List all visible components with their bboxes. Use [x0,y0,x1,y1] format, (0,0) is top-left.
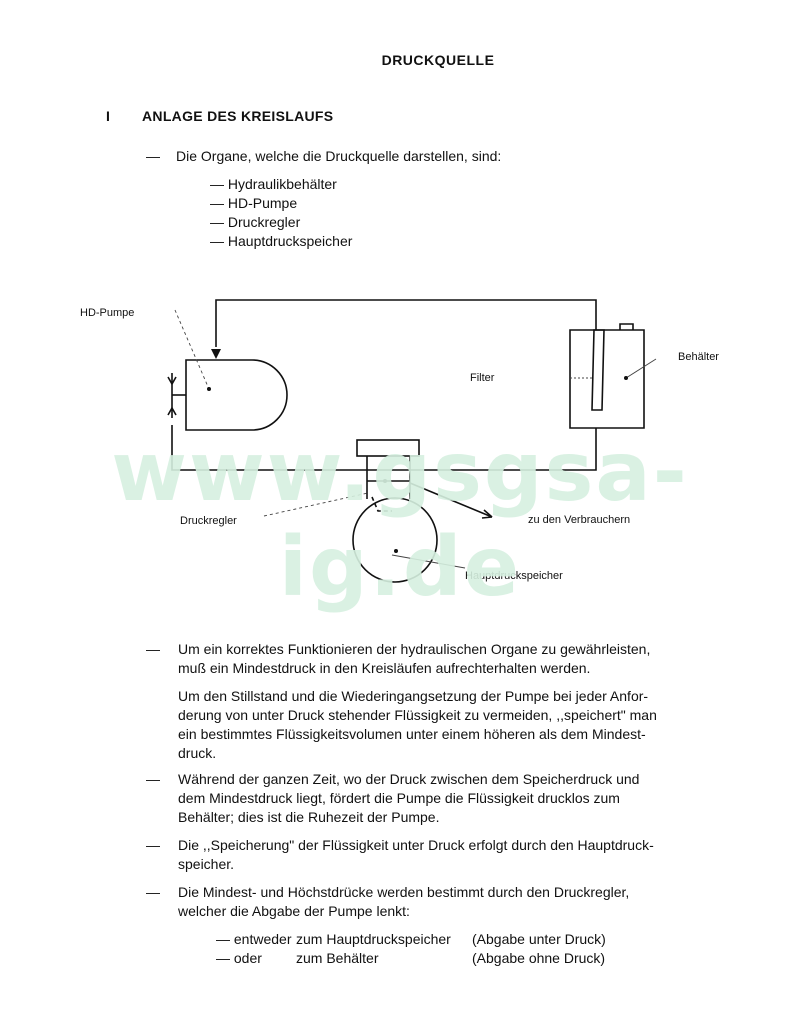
paragraph: Die Mindest- und Höchstdrücke werden bes… [178,883,629,921]
paragraph-line: Die Mindest- und Höchstdrücke werden bes… [178,884,630,900]
paragraph-line: dem Mindestdruck liegt, fördert die Pump… [178,790,620,806]
paragraph-dash: — [146,884,160,900]
paragraph-line: derung von unter Druck stehender Flüssig… [178,707,657,723]
paragraph-dash: — [146,837,160,853]
label-accumulator: Hauptdruckspeicher [465,570,563,582]
route-prefix: — entweder [216,931,292,947]
hydraulic-circuit-diagram: HD-Pumpe Behälter Filter Druckregler zu … [80,299,719,583]
paragraph-line: muß ein Mindestdruck in den Kreisläufen … [178,660,591,676]
intro-text: Die Organe, welche die Druckquelle darst… [176,148,502,164]
pump-body [185,359,288,431]
route-row: — entweder zum Hauptdruckspeicher (Abgab… [216,930,636,949]
pressure-line [171,425,597,471]
route-note: (Abgabe ohne Druck) [472,950,606,966]
page-title: DRUCKQUELLE [381,52,495,68]
paragraph-dash: — [146,771,160,787]
paragraph: Um den Stillstand und die Wiederingangse… [178,687,657,763]
paragraph-line: Um den Stillstand und die Wiederingangse… [178,688,649,704]
paragraph-line: welcher die Abgabe der Pumpe lenkt: [178,903,410,919]
flow-arrow-icon [211,349,221,359]
organ-item: — HD-Pumpe [210,195,298,211]
organ-item: — Hauptdruckspeicher [210,233,353,249]
paragraph-line: ein bestimmtes Flüssigkeitsvolumen unter… [178,726,646,742]
paragraph: Um ein korrektes Funktionieren der hydra… [178,640,650,678]
route-list: — entweder zum Hauptdruckspeicher (Abgab… [216,930,636,968]
route-target: zum Hauptdruckspeicher [296,931,451,947]
return-line [215,299,597,347]
filter-element [591,329,605,411]
paragraph-line: Während der ganzen Zeit, wo der Druck zw… [178,771,640,787]
label-regulator: Druckregler [180,515,237,527]
label-consumers: zu den Verbrauchern [528,514,630,526]
paragraph-line: Behälter; dies ist die Ruhezeit der Pump… [178,809,440,825]
organ-list: — Hydraulikbehälter — HD-Pumpe — Druckre… [210,175,352,251]
regulator-body [366,456,411,499]
route-prefix: — oder [216,950,262,966]
paragraph-dash: — [146,641,160,657]
organ-item: — Druckregler [210,214,301,230]
route-note: (Abgabe unter Druck) [472,931,606,947]
organ-item: — Hydraulikbehälter [210,176,337,192]
paragraph-line: druck. [178,745,217,761]
paragraph: Während der ganzen Zeit, wo der Druck zw… [178,770,639,827]
tank-body [569,329,645,429]
label-filter: Filter [470,372,495,384]
label-tank: Behälter [678,351,719,363]
section-title: ANLAGE DES KREISLAUFS [142,108,334,124]
route-row: — oder zum Behälter (Abgabe ohne Druck) [216,949,636,968]
section-number: I [106,108,110,124]
route-target: zum Behälter [296,950,379,966]
paragraph: Die ,,Speicherung" der Flüssigkeit unter… [178,836,654,874]
paragraph-line: Die ,,Speicherung" der Flüssigkeit unter… [178,837,654,853]
intro-dash: — [146,148,160,164]
regulator-cap [356,439,420,457]
label-pump: HD-Pumpe [80,307,134,319]
accumulator-sphere [352,497,438,583]
paragraph-line: Um ein korrektes Funktionieren der hydra… [178,641,651,657]
paragraph-line: speicher. [178,856,235,872]
